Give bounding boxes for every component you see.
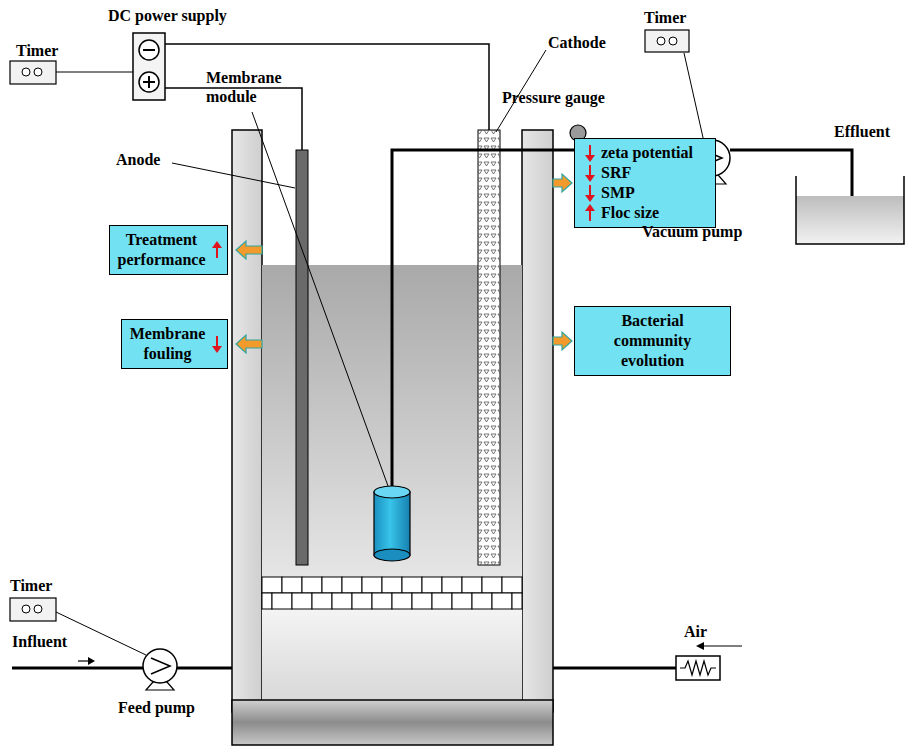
increase-arrow: [212, 241, 222, 259]
inlet-label: Influent: [12, 632, 67, 651]
property-item: Floc size: [581, 203, 709, 223]
decrease-arrow: [585, 184, 595, 202]
timer-label: Timer: [10, 576, 52, 595]
effect-box: Bacterial community evolution: [574, 306, 731, 376]
device-label: DC power supply: [108, 6, 227, 25]
property-item: SMP: [581, 183, 709, 203]
inlet-label: Air: [684, 622, 707, 641]
pump-label: Vacuum pump: [642, 222, 742, 241]
increase-arrow: [585, 204, 595, 222]
decrease-arrow: [585, 164, 595, 182]
box-text: Treatment performance: [116, 230, 207, 270]
outlet-label: Effluent: [834, 122, 890, 141]
decrease-arrow: [212, 335, 222, 353]
effect-box: Membrane fouling: [121, 319, 228, 369]
timer-label: Timer: [16, 41, 58, 60]
box-text: Membrane fouling: [128, 324, 207, 364]
pump-label: Feed pump: [118, 698, 195, 717]
property-item: SRF: [581, 163, 709, 183]
gauge-label: Pressure gauge: [502, 88, 605, 107]
effect-box: Treatment performance: [109, 225, 228, 275]
decrease-arrow: [585, 144, 595, 162]
timer-label: Timer: [644, 8, 686, 27]
electrode-label: Cathode: [548, 33, 606, 52]
property-item: zeta potential: [581, 143, 709, 163]
part-label: Membrane module: [206, 68, 292, 106]
electrode-label: Anode: [116, 150, 160, 169]
property-box: zeta potentialSRFSMPFloc size: [574, 138, 716, 228]
box-text: Bacterial community evolution: [581, 311, 724, 371]
